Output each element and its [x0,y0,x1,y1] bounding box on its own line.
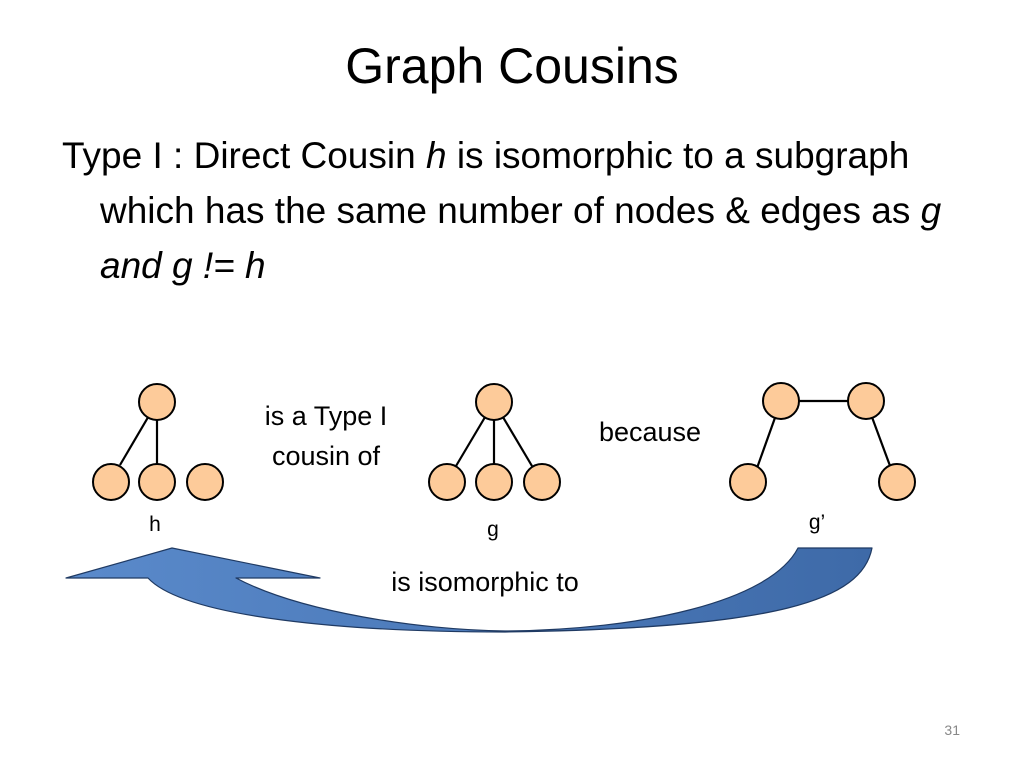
graph-g-node [475,463,513,501]
body-text-italic-end: g and g != h [100,190,942,286]
graph-h-node [92,463,130,501]
graph-g-node [428,463,466,501]
graph-g-prime [729,382,916,501]
type-cousin-label: is a Type I cousin of [236,396,416,476]
graph-g-prime-node [729,463,767,501]
page-number: 31 [944,722,960,738]
type-cousin-label-line1: is a Type I [264,401,388,431]
graph-h-node [138,463,176,501]
graph-h-node [186,463,224,501]
graph-g-node [523,463,561,501]
graph-h-label: h [149,513,161,536]
graph-g-label: g [487,518,499,541]
graph-g-prime-node [762,382,800,420]
isomorphic-arrow [65,547,873,633]
graph-h-node [138,383,176,421]
graph-g-prime-node [847,382,885,420]
graph-g-prime-label: g’ [808,511,826,534]
type-cousin-label-line2: cousin of [271,441,381,471]
graph-g-node [475,383,513,421]
because-label: because [598,417,702,447]
slide-title: Graph Cousins [345,38,679,94]
body-text-part1: Type I : Direct Cousin [62,135,426,176]
body-text-part2: is isomorphic to a subgraph which has th… [100,135,921,231]
graph-h [92,383,224,501]
isomorphic-label: is isomorphic to [391,567,579,597]
body-text-h: h [425,135,447,176]
graph-g-prime-node [878,463,916,501]
graph-g [428,383,561,501]
slide-body-text: Type I : Direct Cousin h is isomorphic t… [62,128,980,293]
